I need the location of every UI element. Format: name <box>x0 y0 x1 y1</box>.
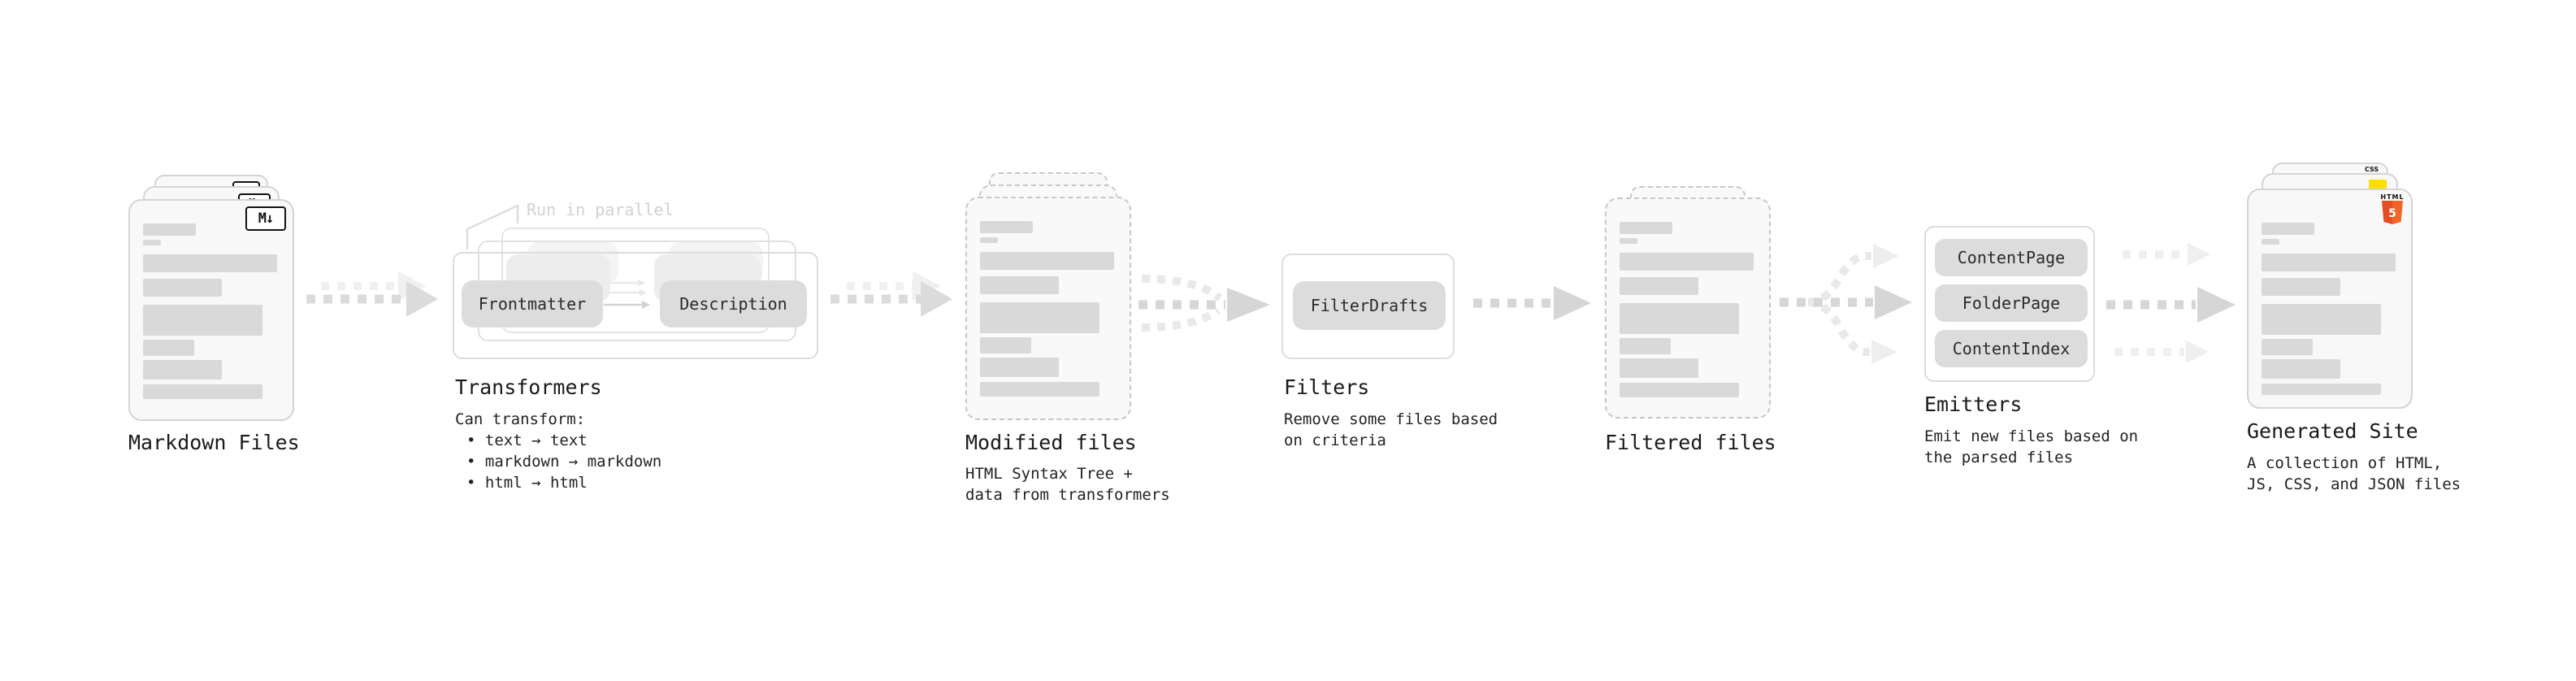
filtered-files-label: Filtered files <box>1605 431 1776 454</box>
content-bar <box>980 302 1099 333</box>
emitter-pill-contentpage: ContentPage <box>1935 239 2088 276</box>
filter-pill-filterdrafts: FilterDrafts <box>1293 281 1446 330</box>
svg-text:5: 5 <box>2388 207 2396 220</box>
transformers-stack: Frontmatter Description <box>453 228 818 362</box>
emitters-box: ContentPage FolderPage ContentIndex <box>1924 226 2095 382</box>
content-bar <box>980 252 1114 270</box>
filtered-file-card <box>1605 197 1771 419</box>
content-bar <box>980 382 1099 397</box>
content-bar <box>143 340 194 356</box>
content-bar <box>2262 359 2340 379</box>
modified-file-card <box>965 197 1131 420</box>
content-bar <box>1620 238 1637 244</box>
modified-files-label: Modified files <box>965 431 1137 454</box>
transformers-label: Transformers <box>455 375 602 399</box>
parallel-arrows-icon <box>604 279 650 309</box>
content-bar <box>143 360 222 380</box>
generated-site-sub: A collection of HTML, JS, CSS, and JSON … <box>2247 454 2461 493</box>
content-bar <box>1620 253 1754 271</box>
emitter-pill-folderpage: FolderPage <box>1935 284 2088 322</box>
generated-site-label: Generated Site <box>2247 419 2418 443</box>
content-bar <box>143 384 262 399</box>
content-bar <box>980 358 1059 377</box>
content-bar <box>2262 339 2313 355</box>
filters-sub: Remove some files based on criteria <box>1284 410 1498 449</box>
transformers-bullet: • html → html <box>466 474 588 492</box>
transformer-pill-description: Description <box>660 280 807 327</box>
content-bar <box>2262 278 2340 296</box>
content-bar <box>980 221 1033 233</box>
file-content-placeholder <box>967 198 1130 397</box>
html5-icon: HTML 5 <box>2380 193 2405 224</box>
transformers-bullet: • markdown → markdown <box>466 453 662 471</box>
transformers-bullet: • text → text <box>466 432 588 449</box>
content-bar <box>980 337 1031 354</box>
markdown-files-label: Markdown Files <box>128 431 300 454</box>
content-bar <box>1620 383 1739 397</box>
content-bar <box>980 276 1059 294</box>
emitters-sub: Emit new files based on the parsed files <box>1924 427 2139 466</box>
content-bar <box>1620 277 1698 295</box>
content-bar <box>1620 303 1739 334</box>
file-content-placeholder <box>1607 199 1769 397</box>
content-bar <box>2262 384 2381 395</box>
file-content-placeholder <box>130 201 293 399</box>
javascript-icon <box>2369 180 2387 189</box>
emitters-label: Emitters <box>1924 393 2023 416</box>
content-bar <box>143 279 222 297</box>
content-bar <box>2262 304 2381 335</box>
flow-arrow-emitters-to-generated <box>2106 243 2236 363</box>
content-bar <box>143 305 262 336</box>
generated-file-card-html: HTML 5 <box>2247 189 2413 409</box>
transformer-box <box>453 252 818 359</box>
flow-arrow-filtered-to-emitters-fanout <box>1780 244 1912 364</box>
content-bar <box>1620 338 1671 354</box>
filters-box: FilterDrafts <box>1281 254 1455 359</box>
filters-label: Filters <box>1284 375 1370 399</box>
content-bar <box>143 240 161 245</box>
transformers-sub: Can transform: <box>455 410 586 428</box>
flow-arrow-transformers-to-modified <box>830 271 952 317</box>
file-content-placeholder <box>2249 190 2411 395</box>
content-bar <box>980 237 998 243</box>
flow-arrow-markdown-to-transformers <box>306 271 438 317</box>
content-bar <box>143 223 196 236</box>
flow-arrow-filters-to-filtered <box>1473 286 1591 320</box>
emitter-pill-contentindex: ContentIndex <box>1935 330 2088 367</box>
markdown-icon: M↓ <box>245 206 286 231</box>
modified-files-sub: HTML Syntax Tree + data from transformer… <box>965 465 1170 504</box>
content-bar <box>2262 223 2314 235</box>
content-bar <box>2262 239 2279 245</box>
markdown-file-card: M↓ <box>128 199 294 421</box>
transformer-pill-frontmatter: Frontmatter <box>462 280 603 327</box>
content-bar <box>1620 222 1672 234</box>
content-bar <box>143 254 277 272</box>
content-bar <box>1620 358 1698 378</box>
content-bar <box>2262 254 2396 271</box>
run-in-parallel-note: Run in parallel <box>527 200 674 219</box>
run-in-parallel-callout-line <box>466 204 519 249</box>
flow-arrow-modified-to-filters-merge <box>1138 275 1270 332</box>
